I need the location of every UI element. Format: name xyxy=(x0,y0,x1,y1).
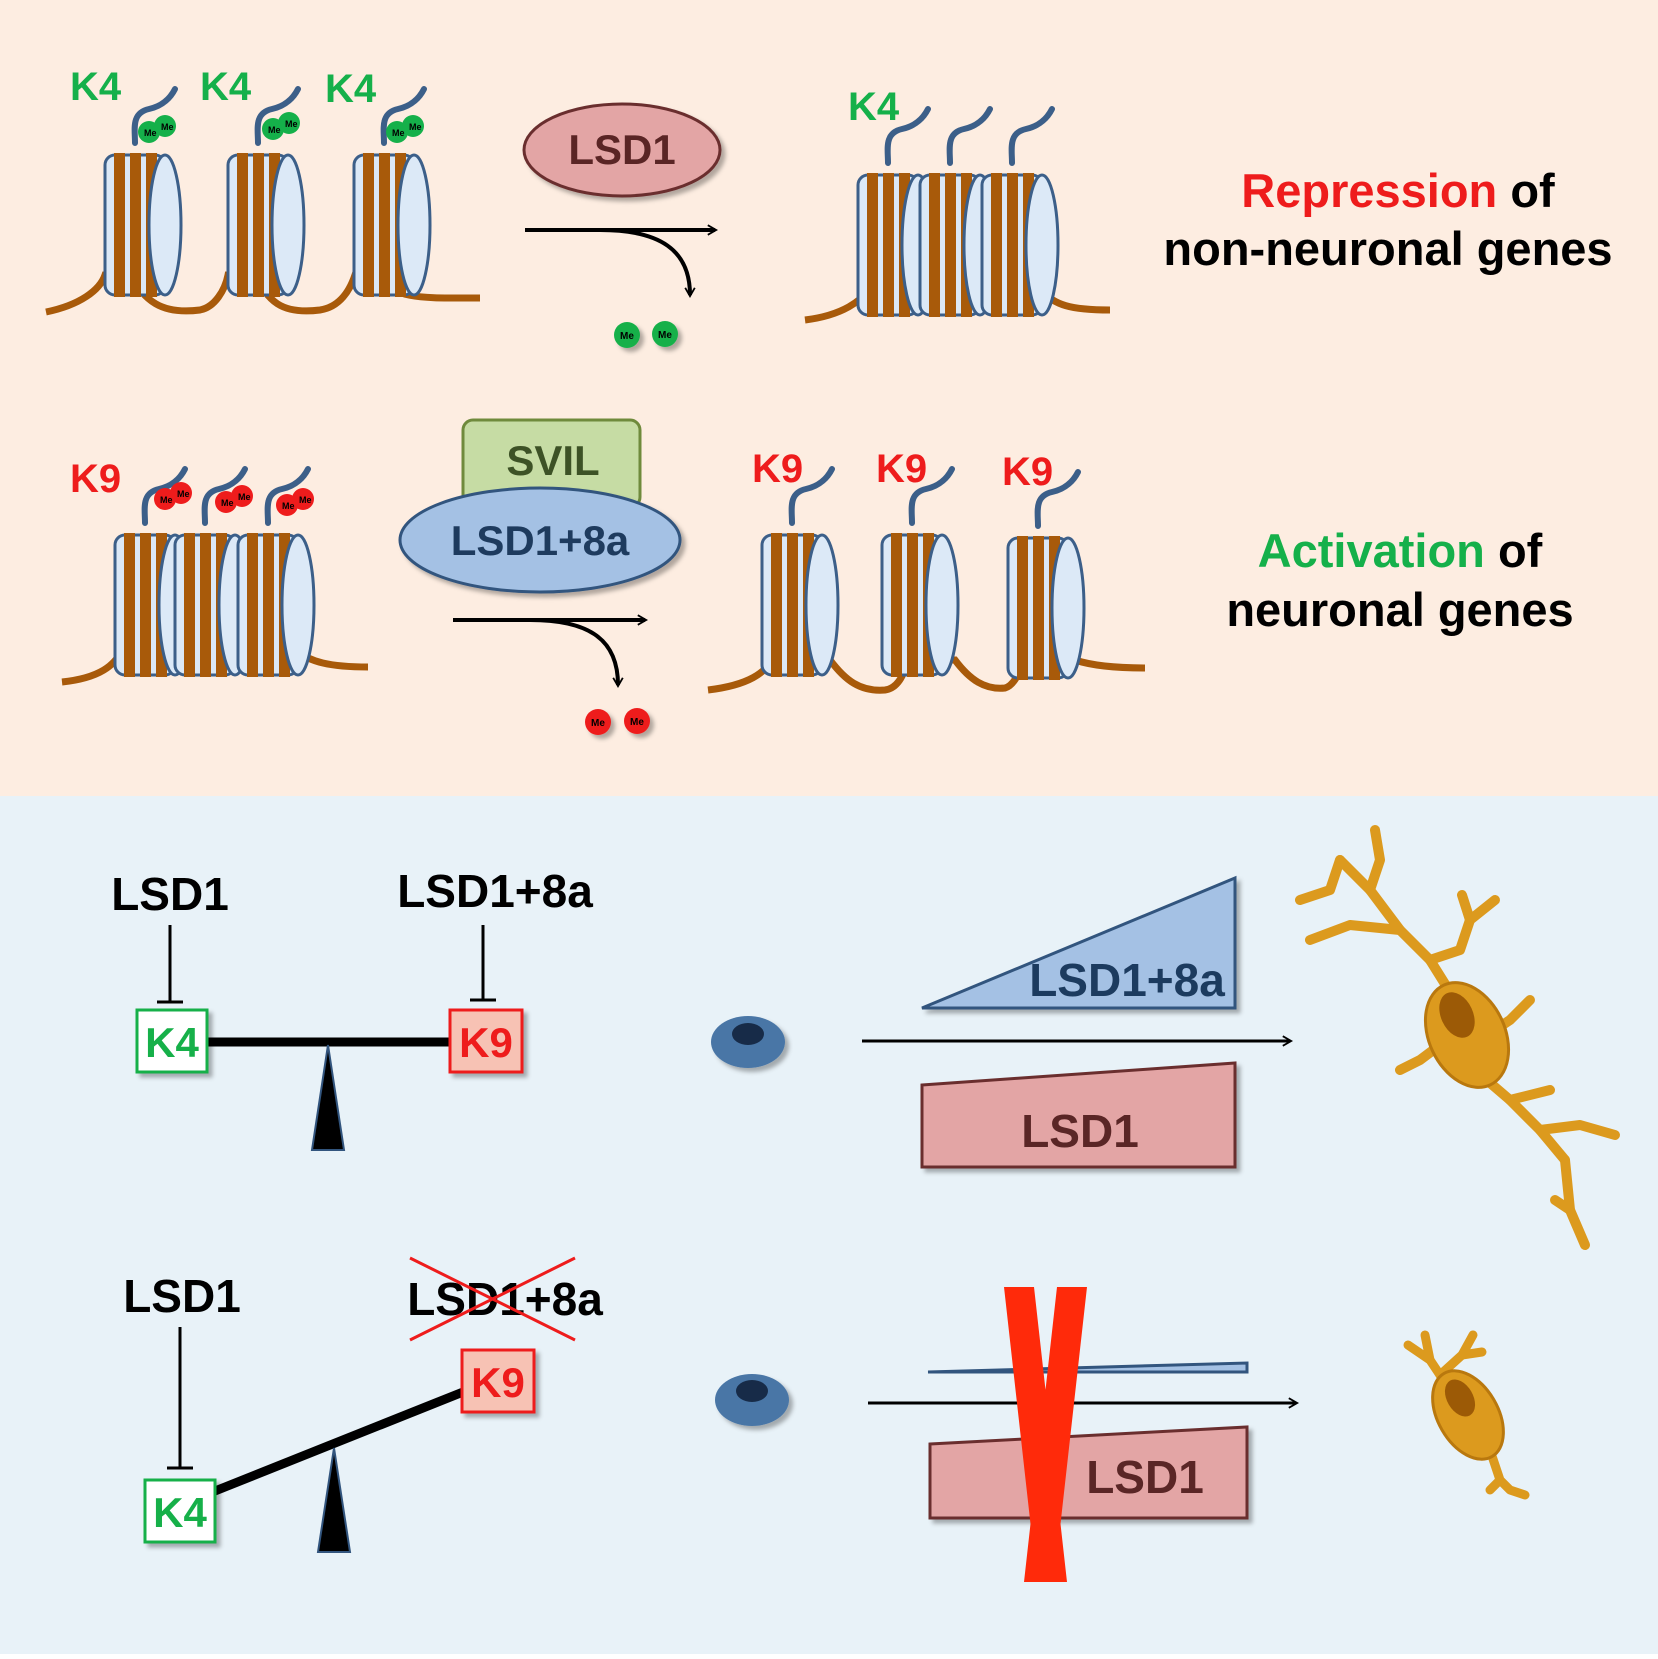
svg-text:Activation of: Activation of xyxy=(1258,524,1543,577)
k9-box-label: K9 xyxy=(459,1019,513,1066)
k9-mark-label: K9 xyxy=(752,447,803,491)
k4-mark-label: K4 xyxy=(200,65,252,109)
k4-box: K4 xyxy=(135,1008,209,1074)
lsd1-8a-rising-wedge: LSD1+8a xyxy=(921,875,1237,1010)
fulcrum-icon xyxy=(316,1447,352,1553)
repression-row: K4 K4 K4 LSD1 Me Me K4 Repression of non… xyxy=(45,65,1613,348)
lsd1-wedge-label: LSD1 xyxy=(1021,1105,1139,1157)
k4-box-label: K4 xyxy=(145,1019,199,1066)
svg-text:Me: Me xyxy=(630,717,644,728)
progenitor-cell-icon xyxy=(711,1016,785,1068)
progenitor-cell-icon xyxy=(715,1374,789,1426)
k4-mark-label: K4 xyxy=(848,85,900,129)
svg-text:Repression of: Repression of xyxy=(1241,164,1555,217)
balanced-scenario: LSD1 LSD1+8a K4 K9 LSD1+8a LSD1 xyxy=(111,830,1615,1245)
non-neuronal-genes-label: non-neuronal genes xyxy=(1163,222,1612,275)
bottom-panel-bg xyxy=(0,796,1658,1654)
release-arrow xyxy=(529,618,624,689)
activation-row: K9 SVIL LSD1+8a Me Me K9 K9 K9 Activatio… xyxy=(61,418,1574,735)
lsd1-falling-wedge: LSD1 xyxy=(928,1425,1249,1520)
k9-mark-label: K9 xyxy=(1002,450,1053,494)
lsd1-8a-enzyme-label: LSD1+8a xyxy=(451,517,630,564)
lsd1-wedge-label: LSD1 xyxy=(1086,1451,1204,1503)
repression-caption: Repression of non-neuronal genes xyxy=(1163,164,1612,275)
lsd1-8a-label: LSD1+8a xyxy=(397,865,593,917)
svg-text:Me: Me xyxy=(591,718,605,729)
k9-box: K9 xyxy=(460,1348,536,1414)
k9-mark-label: K9 xyxy=(876,447,927,491)
activation-word: Activation xyxy=(1258,524,1485,577)
released-methyl-icon: Me Me xyxy=(614,321,678,348)
lsd1-8a-enzyme: LSD1+8a xyxy=(398,486,682,594)
lsd1-label: LSD1 xyxy=(123,1270,241,1322)
activation-caption: Activation of neuronal genes xyxy=(1226,524,1573,636)
lsd1-8a-thin-wedge xyxy=(927,1361,1249,1374)
lsd1-enzyme-label: LSD1 xyxy=(568,126,675,173)
svg-text:Me: Me xyxy=(620,331,634,342)
tilted-scenario: LSD1 LSD1+8a K4 K9 LSD1 xyxy=(123,1256,1530,1582)
fulcrum-icon xyxy=(310,1044,346,1151)
k4-mark-label: K4 xyxy=(70,65,122,109)
lsd1-8a-label: LSD1+8a xyxy=(407,1273,603,1325)
lsd1-8a-wedge-label: LSD1+8a xyxy=(1029,954,1225,1006)
inhibition-line xyxy=(167,1327,193,1470)
released-methyl-icon: Me Me xyxy=(585,708,650,735)
inhibition-line xyxy=(470,925,496,1002)
inhibition-line xyxy=(157,925,183,1004)
neuronal-genes-label: neuronal genes xyxy=(1226,583,1573,636)
release-arrow xyxy=(599,228,696,299)
k4-box-label: K4 xyxy=(153,1489,207,1536)
k9-mark-label: K9 xyxy=(70,457,121,501)
cross-out-mark xyxy=(409,1256,576,1342)
repression-word: Repression xyxy=(1241,164,1497,217)
k9-box: K9 xyxy=(448,1008,524,1074)
lsd1-label: LSD1 xyxy=(111,868,229,920)
of-word: of xyxy=(1498,524,1543,577)
immature-neuron-icon xyxy=(1403,1330,1530,1500)
k9-box-label: K9 xyxy=(471,1359,525,1406)
lsd1-enzyme: LSD1 xyxy=(522,102,722,198)
of-word: of xyxy=(1510,164,1555,217)
svil-label: SVIL xyxy=(506,437,599,484)
block-cross-icon xyxy=(1004,1287,1087,1582)
lsd1-falling-wedge: LSD1 xyxy=(920,1061,1237,1169)
k4-mark-label: K4 xyxy=(325,67,377,111)
balance-beam xyxy=(203,1385,470,1500)
svg-text:Me: Me xyxy=(658,330,672,341)
k4-box: K4 xyxy=(143,1478,217,1544)
